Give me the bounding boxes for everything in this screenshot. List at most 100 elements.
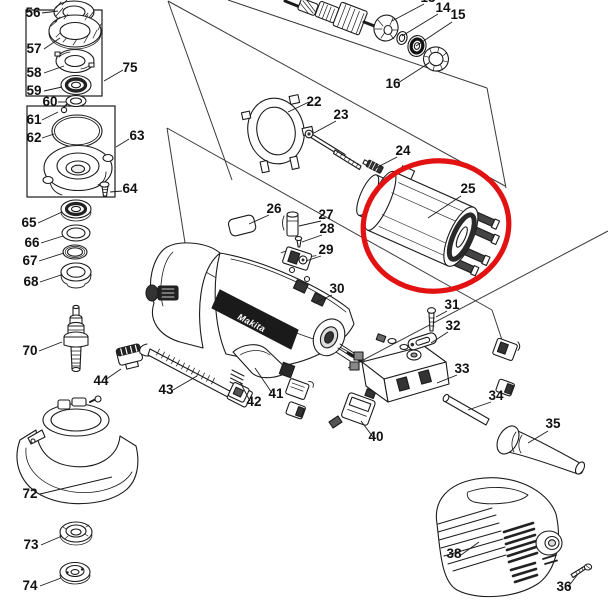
part-30-motor-housing: Makita	[145, 242, 363, 367]
part-label-68: 68	[23, 274, 39, 289]
carbon-brush-left	[278, 361, 314, 420]
part-label-15: 15	[450, 7, 466, 22]
leader-line	[103, 69, 124, 82]
leader-line	[305, 255, 322, 262]
part-label-34: 34	[488, 388, 504, 403]
panel-line	[167, 0, 233, 181]
part-label-31: 31	[444, 297, 460, 312]
leader-line	[40, 235, 64, 244]
part-label-73: 73	[23, 537, 39, 552]
part-label-41: 41	[268, 386, 284, 401]
part-label-38: 38	[446, 546, 462, 561]
part-28-screw	[294, 235, 303, 248]
part-label-70: 70	[22, 343, 37, 358]
part-label-33: 33	[454, 361, 470, 376]
part-66-flat-washer	[61, 224, 91, 242]
part-35-cord-guard	[496, 425, 586, 475]
panel-line	[486, 87, 507, 189]
part-label-16: 16	[385, 76, 401, 91]
part-32-clamp-plate	[407, 332, 438, 351]
part-label-44: 44	[93, 373, 109, 388]
part-15-ball-bearing	[407, 35, 427, 57]
part-67-ring	[62, 244, 88, 260]
panel-line	[167, 0, 506, 187]
part-68-bearing-retainer	[60, 262, 92, 289]
part-label-43: 43	[158, 382, 174, 397]
part-label-75: 75	[122, 60, 138, 75]
background-panel-lines	[166, 0, 608, 393]
part-label-63: 63	[129, 128, 145, 143]
leader-line	[391, 3, 425, 22]
part-16-rubber-ring	[422, 46, 450, 72]
leader-line	[41, 133, 55, 139]
part-74-lock-nut	[59, 561, 91, 585]
part-label-74: 74	[22, 578, 38, 593]
part-label-24: 24	[395, 143, 411, 158]
part-59-ball-bearing	[60, 74, 92, 96]
leader-line	[427, 195, 462, 219]
part-label-57: 57	[26, 41, 41, 56]
part-fan	[373, 14, 399, 42]
part-label-35: 35	[545, 416, 561, 431]
parts-layer: Makita	[16, 0, 593, 598]
part-label-36: 36	[556, 579, 572, 594]
leader-line	[313, 120, 337, 134]
part-label-59: 59	[26, 83, 41, 98]
leader-line	[301, 234, 323, 243]
part-70-spindle	[63, 304, 89, 373]
leader-line	[248, 214, 270, 225]
part-25-field-stator	[356, 165, 501, 277]
leader-line	[37, 211, 63, 224]
part-62-o-ring	[51, 114, 103, 148]
part-label-40: 40	[368, 429, 383, 444]
part-label-62: 62	[26, 130, 41, 145]
leader-lines-layer	[37, 3, 579, 588]
part-label-28: 28	[319, 221, 335, 236]
leader-line	[360, 420, 374, 438]
leader-line	[436, 374, 458, 384]
leader-line	[41, 10, 59, 14]
part-label-23: 23	[333, 107, 349, 122]
part-label-72: 72	[22, 486, 37, 501]
leader-line	[430, 331, 449, 344]
leader-line	[239, 381, 251, 402]
part-23-screw	[304, 129, 362, 171]
leader-line	[115, 138, 130, 148]
part-label-27: 27	[318, 207, 333, 222]
part-58-retainer	[54, 48, 95, 74]
leader-line	[460, 541, 480, 556]
part-26-label-plate	[227, 214, 257, 237]
part-label-58: 58	[26, 65, 42, 80]
part-label-14: 14	[435, 0, 451, 15]
part-label-22: 22	[306, 94, 321, 109]
leader-line	[43, 37, 61, 50]
leader-line	[527, 430, 549, 444]
part-44-slide-button	[115, 343, 144, 370]
part-label-65: 65	[21, 215, 37, 230]
part-29-brush-holder	[280, 246, 317, 271]
part-61-pin	[60, 103, 68, 114]
part-label-32: 32	[445, 318, 460, 333]
part-38-rear-cover	[435, 477, 563, 598]
leader-line	[38, 341, 63, 352]
part-label-56: 56	[25, 5, 41, 20]
part-27-holder-cap	[282, 211, 299, 237]
part-label-60: 60	[42, 94, 57, 109]
leader-line	[172, 375, 198, 391]
part-73-inner-flange	[59, 521, 93, 546]
leader-line	[104, 368, 122, 381]
part-24-terminal	[362, 159, 384, 174]
part-22-baffle-plate	[240, 94, 314, 174]
part-33-terminal-block	[349, 333, 450, 403]
part-label-66: 66	[24, 235, 40, 250]
panel-line	[166, 127, 189, 263]
panel-line	[227, 0, 488, 89]
leader-line	[38, 252, 65, 262]
leader-line	[313, 294, 333, 304]
leader-line	[375, 156, 398, 169]
part-36-screw	[570, 563, 593, 579]
carbon-brush-right	[492, 337, 521, 397]
part-label-26: 26	[266, 201, 282, 216]
